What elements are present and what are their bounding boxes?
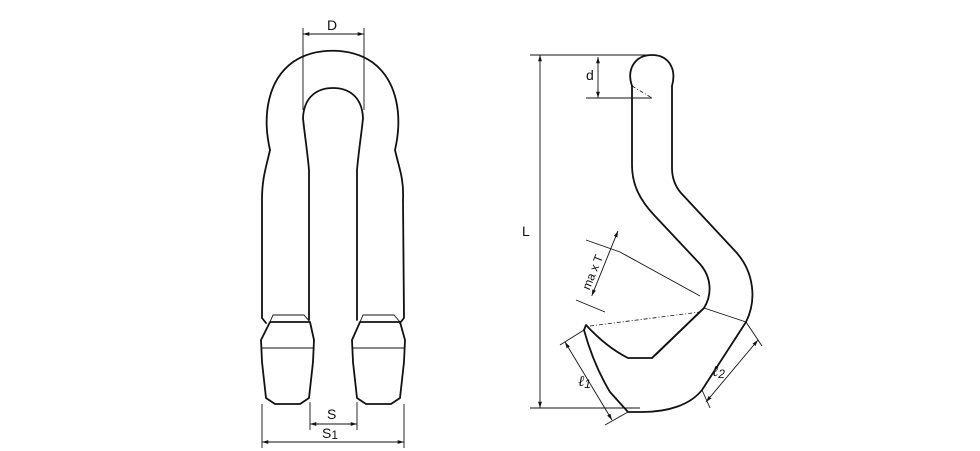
- hook-side-view: d L ma x T ℓ1 ℓ2: [522, 54, 763, 426]
- dimension-label-S1: S1: [322, 425, 338, 442]
- shackle-right-knob: [351, 321, 406, 405]
- dimension-label-l1: ℓ1: [578, 374, 591, 391]
- dimension-label-L: L: [522, 223, 530, 239]
- dimension-label-l2: ℓ2: [712, 364, 725, 381]
- hook-head: [629, 54, 675, 87]
- dimension-label-S: S: [327, 406, 336, 422]
- shackle-front-view: D S S1: [260, 17, 406, 448]
- dimension-label-max-T: ma x T: [579, 252, 606, 292]
- shackle-outer-contour-left: [261, 149, 271, 324]
- shackle-inner-contour: [302, 87, 364, 321]
- hook-shank-left: [631, 85, 711, 309]
- dimension-label-d: d: [586, 67, 594, 83]
- shackle-left-knob: [260, 321, 315, 405]
- hook-shank-right: [671, 85, 754, 323]
- dimension-label-D: D: [327, 17, 337, 33]
- shackle-outer-contour: [265, 49, 405, 324]
